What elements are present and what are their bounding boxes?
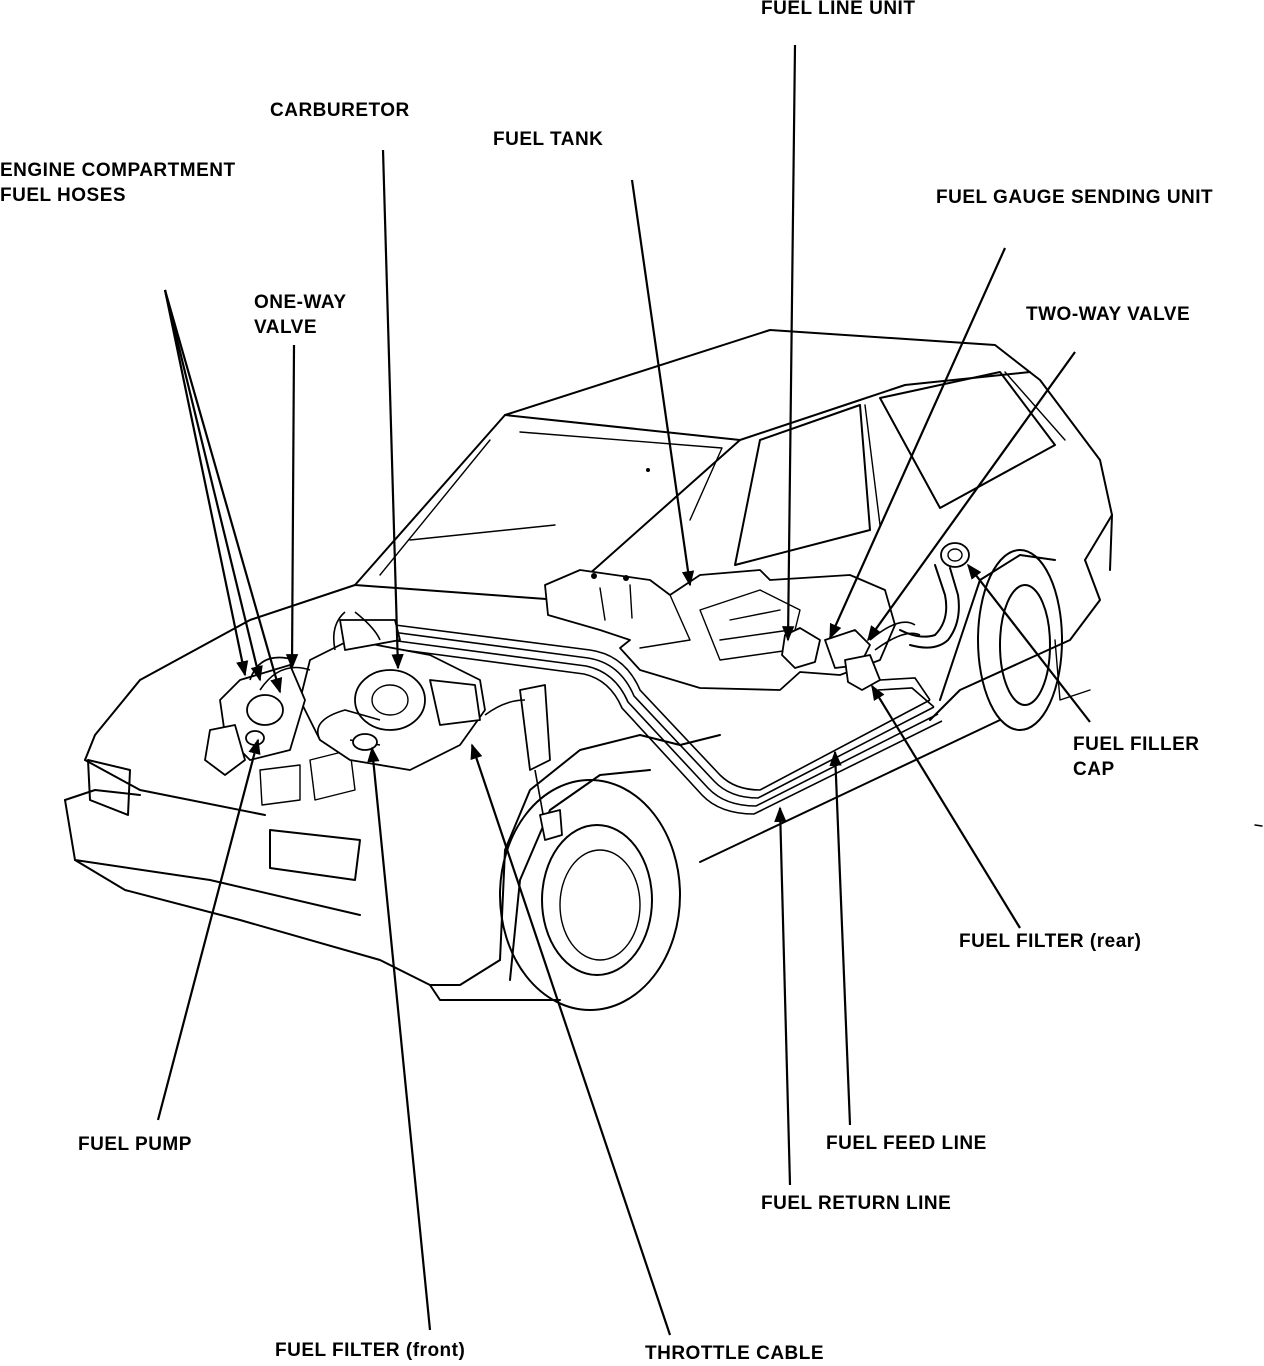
engine-assembly <box>204 611 563 841</box>
label-fuel-feed-line: FUEL FEED LINE <box>826 1131 987 1156</box>
label-fuel-filler-cap-line2: CAP <box>1073 759 1115 780</box>
fuel-lines <box>387 624 943 815</box>
label-carburetor-text: CARBURETOR <box>270 100 410 121</box>
label-fuel-feed-line-text: FUEL FEED LINE <box>826 1133 987 1154</box>
label-engine-hoses-line2: FUEL HOSES <box>0 185 127 206</box>
label-fuel-return-line-text: FUEL RETURN LINE <box>761 1193 952 1214</box>
label-fuel-filter-rear-text: FUEL FILTER (rear) <box>959 931 1142 952</box>
label-fuel-return-line: FUEL RETURN LINE <box>761 1191 951 1216</box>
label-fuel-pump-text: FUEL PUMP <box>78 1134 192 1155</box>
leader-lines <box>156 44 1091 1336</box>
label-fuel-filler-cap-line1: FUEL FILLER <box>1073 734 1200 755</box>
label-fuel-filler-cap: FUEL FILLER CAP <box>1073 732 1200 782</box>
label-fuel-filter-rear: FUEL FILTER (rear) <box>959 929 1141 954</box>
label-engine-compartment-fuel-hoses: ENGINE COMPARTMENT FUEL HOSES <box>0 158 236 208</box>
label-fuel-tank: FUEL TANK <box>493 127 603 152</box>
label-fuel-gauge-sending-unit: FUEL GAUGE SENDING UNIT <box>936 185 1213 210</box>
label-carburetor: CARBURETOR <box>270 98 410 123</box>
label-fuel-pump: FUEL PUMP <box>78 1132 192 1157</box>
label-fuel-line-unit: FUEL LINE UNIT <box>761 0 915 21</box>
label-throttle-cable: THROTTLE CABLE <box>645 1341 824 1366</box>
tank-fittings <box>781 621 921 691</box>
label-fuel-gauge-sending-unit-text: FUEL GAUGE SENDING UNIT <box>936 187 1214 208</box>
label-one-way-valve-line1: ONE-WAY <box>254 292 347 313</box>
label-throttle-cable-text: THROTTLE CABLE <box>645 1343 825 1364</box>
label-fuel-filter-front-text: FUEL FILTER (front) <box>275 1340 466 1361</box>
label-fuel-line-unit-text: FUEL LINE UNIT <box>761 0 916 19</box>
car-body <box>64 329 1263 1011</box>
label-fuel-filter-front: FUEL FILTER (front) <box>275 1338 465 1363</box>
label-two-way-valve-text: TWO-WAY VALVE <box>1026 304 1191 325</box>
filler-neck <box>899 542 970 649</box>
label-fuel-tank-text: FUEL TANK <box>493 129 604 150</box>
label-one-way-valve-line2: VALVE <box>254 317 318 338</box>
label-engine-hoses-line1: ENGINE COMPARTMENT <box>0 160 236 181</box>
label-two-way-valve: TWO-WAY VALVE <box>1026 302 1190 327</box>
label-one-way-valve: ONE-WAY VALVE <box>254 290 347 340</box>
